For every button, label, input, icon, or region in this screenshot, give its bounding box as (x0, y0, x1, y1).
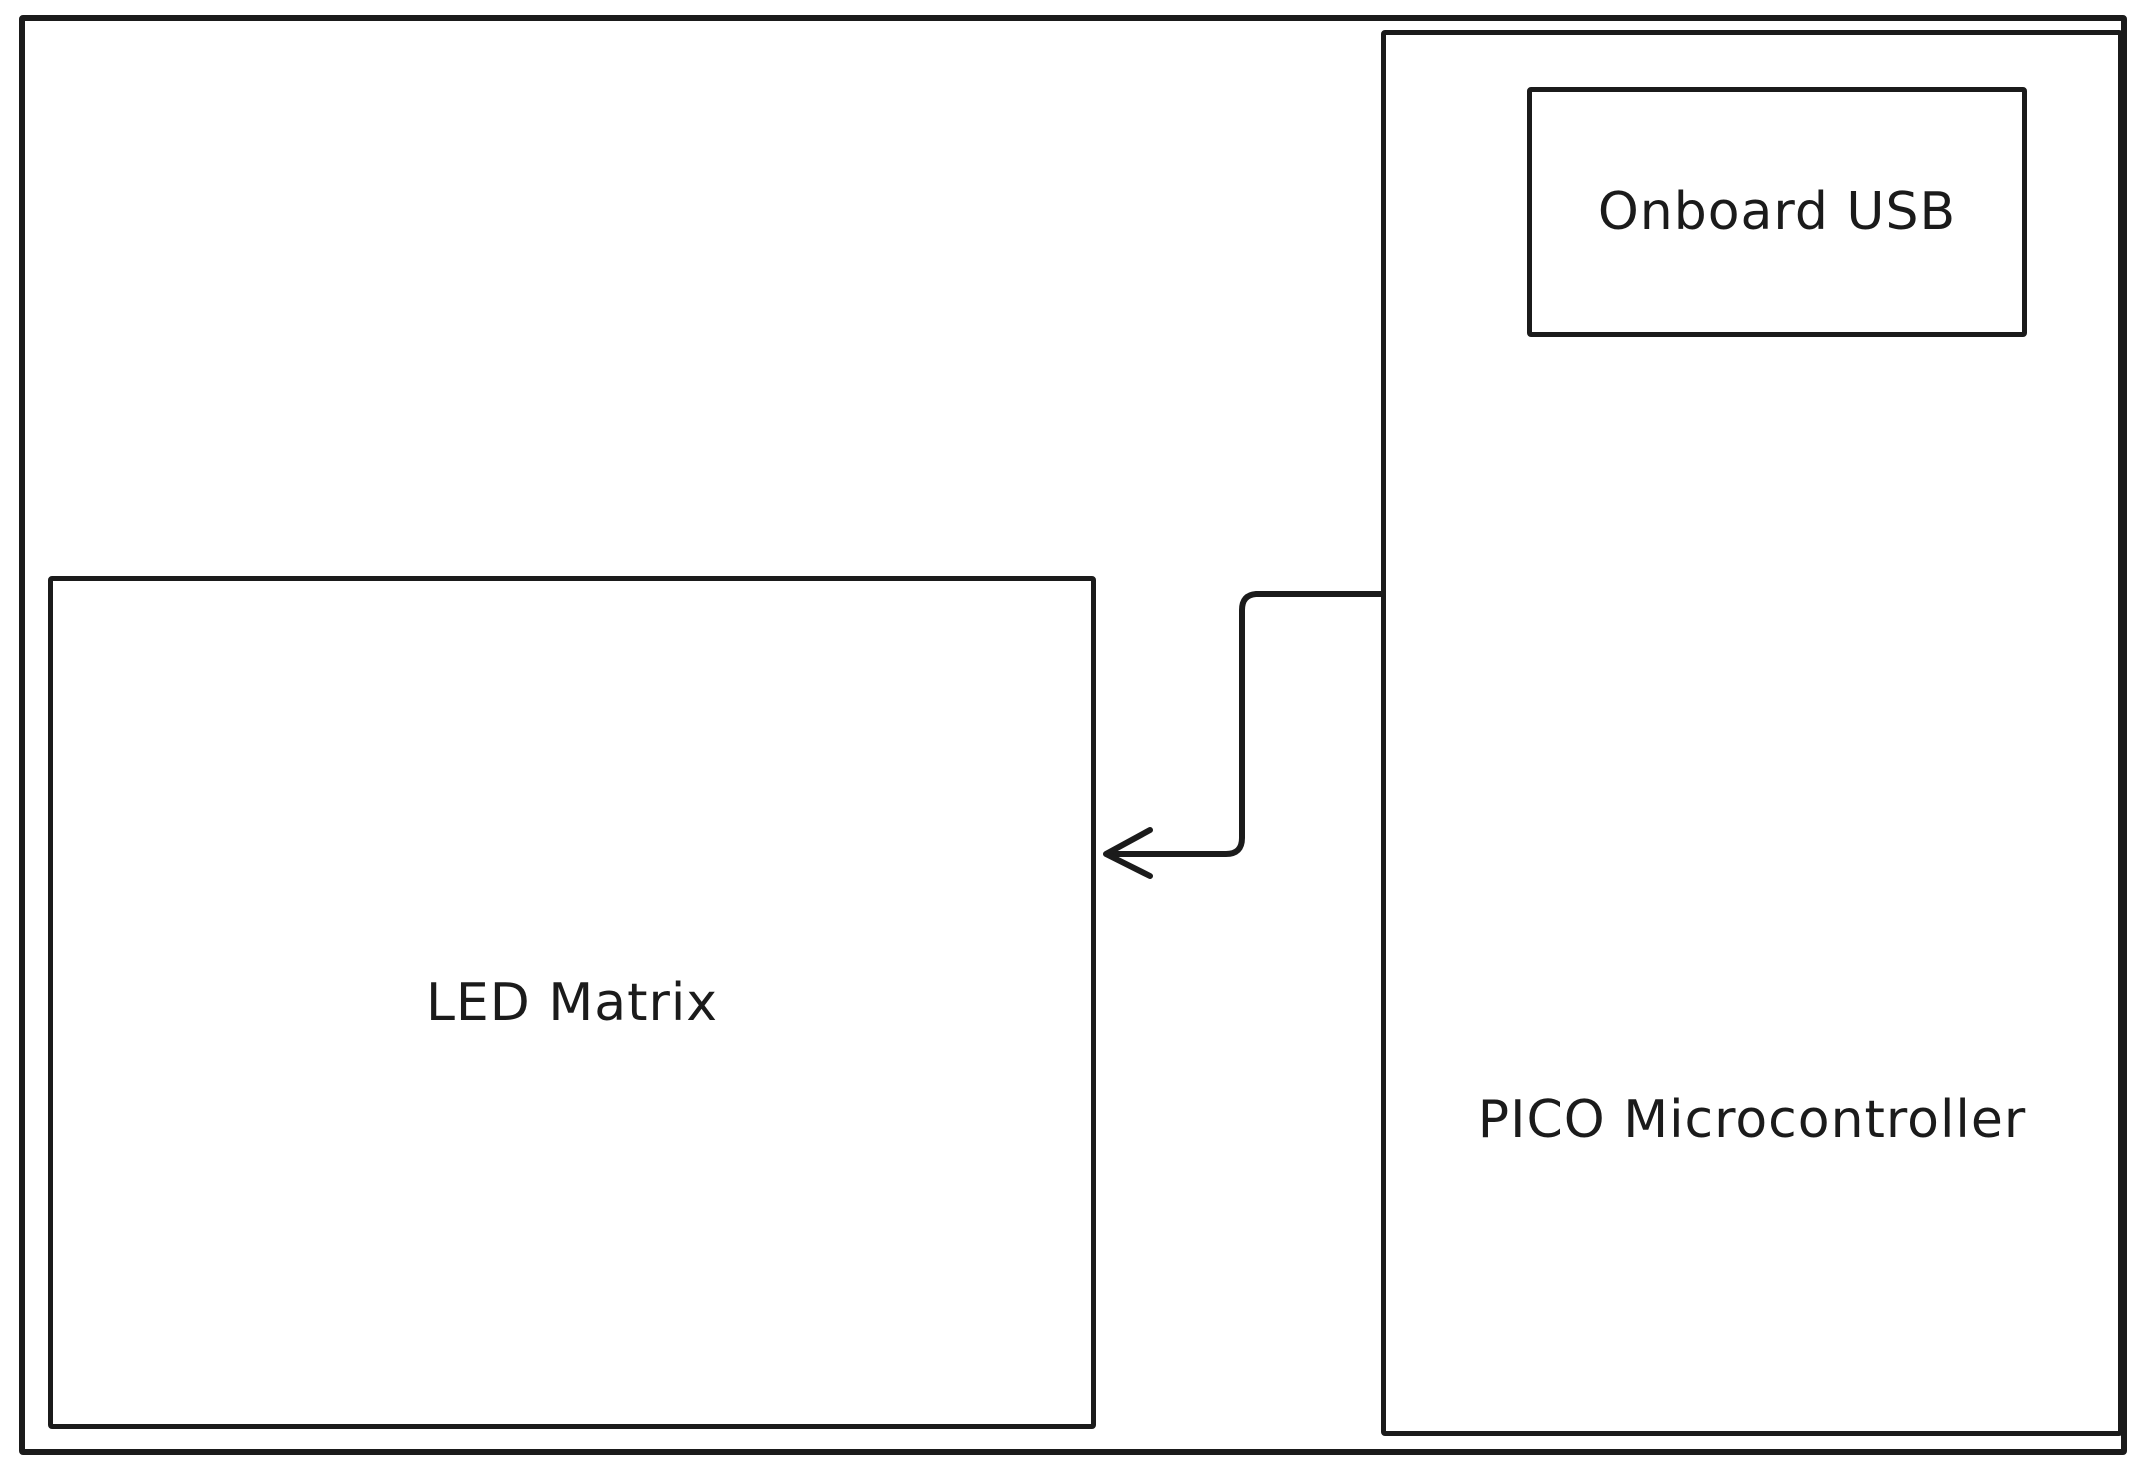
node-onboard-usb: Onboard USB (1527, 87, 2027, 337)
led-matrix-label: LED Matrix (425, 972, 719, 1033)
onboard-usb-label: Onboard USB (1597, 182, 1957, 242)
pico-microcontroller-label: PICO Microcontroller (1477, 1090, 2027, 1150)
node-led-matrix: LED Matrix (48, 576, 1096, 1429)
outer-frame (19, 15, 2127, 1455)
